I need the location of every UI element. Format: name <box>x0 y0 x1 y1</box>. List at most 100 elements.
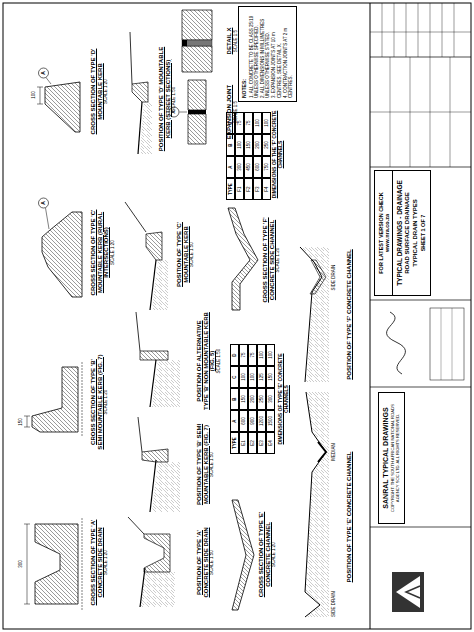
drawing-title-box: TYPICAL DRAWINGS - DRAINAGEROAD SURFACE … <box>392 170 431 296</box>
view-title: CROSS SECTION OF TYPE 'E' CONCRETE CHANN… <box>258 497 271 612</box>
node-text: ROAD SURFACE DRAINAGE <box>404 174 411 292</box>
table-cell: 75 <box>235 112 244 134</box>
node-text: NOTES: <box>242 10 248 98</box>
type-e-channel <box>318 442 326 462</box>
ground <box>140 568 175 607</box>
table-cell: 100 <box>253 112 262 134</box>
table-cell: B <box>226 134 235 156</box>
part-label: SIDE DRAIN <box>332 584 337 624</box>
view-title: POSITION OF TYPE 'F' CONCRETE CHANNEL <box>346 247 353 382</box>
stamp-box <box>430 308 464 380</box>
type-e-section <box>232 500 254 610</box>
leader-line <box>46 78 51 85</box>
table-cell: 1500 <box>266 410 275 432</box>
revision-grid <box>370 3 471 57</box>
view-title: CROSS SECTION OF TYPE 'F' CONCRETE SIDE … <box>262 206 275 314</box>
leader-line <box>46 208 50 229</box>
kerb <box>140 351 168 360</box>
bedding-line <box>82 518 83 610</box>
node-text: 2. ALL DIMENSIONS IN MILLIMETRES UNLESS … <box>260 10 270 98</box>
view-title: DETAIL X <box>226 7 233 75</box>
dimension-line <box>24 416 30 427</box>
logo-road <box>406 586 420 598</box>
table-cell: 100 <box>239 366 248 388</box>
table-cell: F1 <box>235 178 244 200</box>
type-f-channel <box>310 260 326 294</box>
bedding-line <box>82 362 83 436</box>
dimension: 150 <box>19 412 24 432</box>
joint-filler <box>182 40 212 46</box>
scale-note: SCALE 1:20 <box>104 352 109 452</box>
node-text: 3. EXPANSION JOINTS AT 10 m CENTRES, SEE… <box>271 10 281 98</box>
table-cell: F2 <box>244 178 253 200</box>
table-cell: A <box>226 156 235 178</box>
table-cell: A <box>230 410 239 432</box>
table-cell: 300 <box>235 156 244 178</box>
table-cell: 750 <box>262 156 271 178</box>
scale-note: SCALE 1:20 <box>104 39 109 144</box>
title-strip-line <box>370 3 371 629</box>
sheet-border <box>3 3 471 629</box>
scale-note: SCALE 1:20 <box>111 195 116 310</box>
joint-filler <box>188 110 206 114</box>
scale-note: SCALE 1:50 <box>210 515 215 610</box>
table-cell: C <box>230 366 239 388</box>
node-text: TYPICAL DRAWINGS - DRAINAGE <box>396 174 403 292</box>
kerb <box>142 449 168 462</box>
scale-note: SCALE 1:50 <box>172 44 177 154</box>
table-cell: E4 <box>266 432 275 454</box>
node-text: FOR LATEST VERSION CHECK www.nra.co.za <box>378 174 391 292</box>
slope-line <box>125 202 146 232</box>
table-cell: TYPE <box>230 432 239 454</box>
verge-line <box>136 312 140 351</box>
view-title: DIMENSIONS OF THE 'F' CONCRETE CHANNELS <box>272 107 283 202</box>
ground <box>301 247 329 382</box>
table-cell: 250 <box>257 388 266 410</box>
footway-line <box>130 32 132 84</box>
table-cell: TYPE <box>226 178 235 200</box>
notes-box: NOTES:1. ALL CONCRETE TO BE CLASS 25/19 … <box>238 6 297 102</box>
table-cell: 100 <box>235 134 244 156</box>
view-title: POSITION OF TYPE 'A' CONCRETE SIDE DRAIN <box>196 515 209 610</box>
callout-circle <box>39 198 49 208</box>
table-cell: 100 <box>266 344 275 366</box>
callout-letter: A <box>41 69 47 77</box>
concrete-slab <box>188 80 206 144</box>
type-c-section <box>42 212 82 297</box>
scale-note: SCALE 1:20 <box>104 515 109 610</box>
table-cell: 100 <box>262 112 271 134</box>
table-cell: B <box>230 388 239 410</box>
callout-letter: A <box>41 199 47 207</box>
table-cell: 250 <box>262 134 271 156</box>
logo-mark <box>396 576 420 608</box>
table-cell: 150 <box>244 134 253 156</box>
table-cell: 100 <box>257 344 266 366</box>
table-cell: 200 <box>253 134 262 156</box>
dimension-line <box>37 87 43 104</box>
type-b-section <box>32 367 78 432</box>
road-surface <box>138 102 142 154</box>
table-cell: 600 <box>239 410 248 432</box>
callout-circle <box>39 68 49 78</box>
view-title: CROSS SECTION OF TYPE 'C' MOUNTABLE KERB… <box>90 195 110 310</box>
road-profile <box>305 392 326 617</box>
node-text: SHEET 1 OF 7 <box>420 174 426 292</box>
side-drain <box>144 534 170 572</box>
ground <box>152 360 180 407</box>
title-block-box: SANRAL TYPICAL DRAWINGSCOPYRIGHT: THE SO… <box>378 392 405 524</box>
leader-line <box>180 112 188 113</box>
approval-grid <box>370 57 471 167</box>
scale-note: SCALE 1:20 <box>272 497 277 612</box>
table-cell: 1200 <box>257 410 266 432</box>
scale-note: SCALE 1:50 <box>190 207 195 302</box>
table-cell: E3 <box>257 432 266 454</box>
table-cell: 75 <box>239 344 248 366</box>
dimension-line <box>24 524 30 604</box>
table-cell: 100 <box>248 366 257 388</box>
road-surface <box>150 460 156 512</box>
road-surface <box>150 360 156 407</box>
kerb <box>146 232 162 260</box>
callout-letter: X <box>171 108 177 116</box>
logo <box>392 572 424 612</box>
